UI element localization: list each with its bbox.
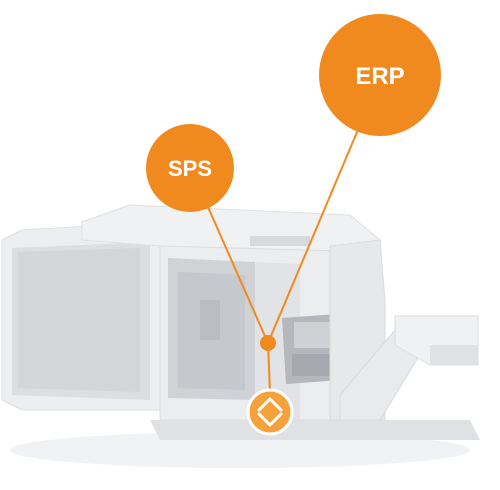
hub-connector-line <box>267 342 271 393</box>
sps-connector-line <box>203 197 269 344</box>
sync-arrows-icon <box>246 388 294 436</box>
erp-label: ERP <box>355 63 404 90</box>
erp-node: ERP <box>319 14 441 136</box>
sps-node: SPS <box>146 124 234 212</box>
junction-dot <box>260 335 276 351</box>
erp-connector-line <box>267 124 361 344</box>
connector-lines <box>203 124 361 393</box>
machine-illustration <box>1 204 480 468</box>
control-panel <box>282 314 342 384</box>
sps-label: SPS <box>168 156 212 181</box>
chip-conveyor <box>339 315 479 421</box>
